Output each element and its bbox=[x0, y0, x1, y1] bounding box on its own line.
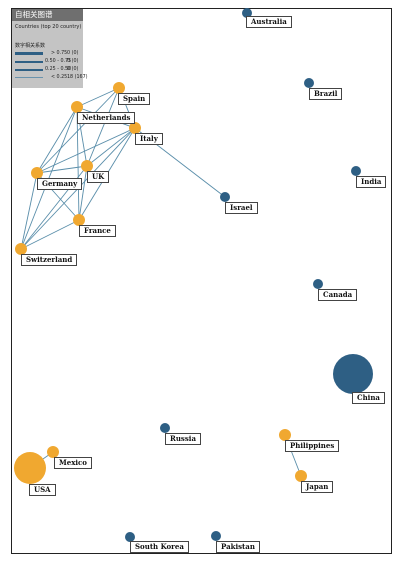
legend-title: 自相关图谱 bbox=[12, 9, 83, 21]
edge-spain-netherlands bbox=[76, 87, 120, 108]
legend-panel: 自相关图谱 Countries (top 20 country) 数字相关系数 … bbox=[12, 9, 88, 88]
node-label-mexico: Mexico bbox=[54, 457, 92, 469]
node-brazil[interactable] bbox=[304, 78, 314, 88]
node-label-italy: Italy bbox=[135, 133, 163, 145]
node-label-australia: Australia bbox=[246, 16, 292, 28]
node-canada[interactable] bbox=[313, 279, 323, 289]
node-mexico[interactable] bbox=[47, 446, 59, 458]
node-india[interactable] bbox=[351, 166, 361, 176]
node-pakistan[interactable] bbox=[211, 531, 221, 541]
node-label-uk: UK bbox=[87, 171, 110, 183]
edge-netherlands-france bbox=[76, 106, 80, 221]
node-switzerland[interactable] bbox=[15, 243, 27, 255]
legend-row: 0.50 - 0.75 0 (0) bbox=[15, 58, 81, 66]
node-usa[interactable] bbox=[14, 452, 46, 484]
legend-range: < 0.25 bbox=[51, 75, 68, 80]
node-label-pakistan: Pakistan bbox=[216, 541, 260, 553]
node-label-south-korea: South Korea bbox=[130, 541, 189, 553]
edge-france-switzerland bbox=[20, 219, 80, 250]
node-japan[interactable] bbox=[295, 470, 307, 482]
node-israel[interactable] bbox=[220, 192, 230, 202]
node-label-brazil: Brazil bbox=[309, 88, 343, 100]
node-france[interactable] bbox=[73, 214, 85, 226]
legend-header: 数字相关系数 bbox=[15, 43, 46, 49]
edge-italy-germany bbox=[36, 127, 136, 174]
edge-spain-germany bbox=[36, 87, 120, 174]
node-label-netherlands: Netherlands bbox=[77, 112, 136, 124]
legend-line-icon bbox=[15, 69, 43, 71]
edge-uk-france bbox=[78, 165, 88, 221]
node-label-india: India bbox=[356, 176, 387, 188]
node-label-france: France bbox=[79, 225, 116, 237]
legend-row: 0.25 - 0.50 0 (0) bbox=[15, 66, 81, 74]
node-australia[interactable] bbox=[242, 8, 252, 18]
legend-line-icon bbox=[15, 77, 43, 78]
node-label-china: China bbox=[352, 392, 385, 404]
edge-italy-uk bbox=[86, 127, 136, 167]
node-china[interactable] bbox=[333, 354, 373, 394]
legend-line-icon bbox=[15, 61, 43, 63]
node-label-usa: USA bbox=[29, 484, 56, 496]
edge-netherlands-germany bbox=[36, 106, 78, 174]
legend-range: 0.25 - 0.50 bbox=[45, 67, 72, 72]
node-label-spain: Spain bbox=[118, 93, 151, 105]
legend-row: < 0.25 18 (167) bbox=[15, 74, 88, 82]
legend-row: > 0.75 0 (0) bbox=[15, 50, 81, 58]
node-netherlands[interactable] bbox=[71, 101, 83, 113]
node-uk[interactable] bbox=[81, 160, 93, 172]
node-label-germany: Germany bbox=[37, 178, 83, 190]
legend-count: 0 (0) bbox=[67, 59, 79, 64]
node-spain[interactable] bbox=[113, 82, 125, 94]
node-philippines[interactable] bbox=[279, 429, 291, 441]
legend-line-icon bbox=[15, 52, 43, 55]
edge-germany-switzerland bbox=[20, 172, 38, 250]
node-label-japan: Japan bbox=[301, 481, 334, 493]
edge-spain-uk bbox=[86, 87, 120, 167]
legend-count: 0 (0) bbox=[67, 51, 79, 56]
node-russia[interactable] bbox=[160, 423, 170, 433]
legend-count: 18 (167) bbox=[67, 75, 88, 80]
edge-uk-germany bbox=[36, 165, 88, 174]
legend-count: 0 (0) bbox=[67, 67, 79, 72]
node-label-israel: Israel bbox=[225, 202, 258, 214]
legend-subtitle: Countries (top 20 country) bbox=[15, 24, 82, 30]
legend-range: 0.50 - 0.75 bbox=[45, 59, 72, 64]
legend-range: > 0.75 bbox=[51, 51, 68, 56]
node-label-canada: Canada bbox=[318, 289, 358, 301]
node-italy[interactable] bbox=[129, 122, 141, 134]
node-label-russia: Russia bbox=[165, 433, 201, 445]
node-label-philippines: Philippines bbox=[285, 440, 340, 452]
node-south-korea[interactable] bbox=[125, 532, 135, 542]
node-germany[interactable] bbox=[31, 167, 43, 179]
node-label-switzerland: Switzerland bbox=[21, 254, 78, 266]
